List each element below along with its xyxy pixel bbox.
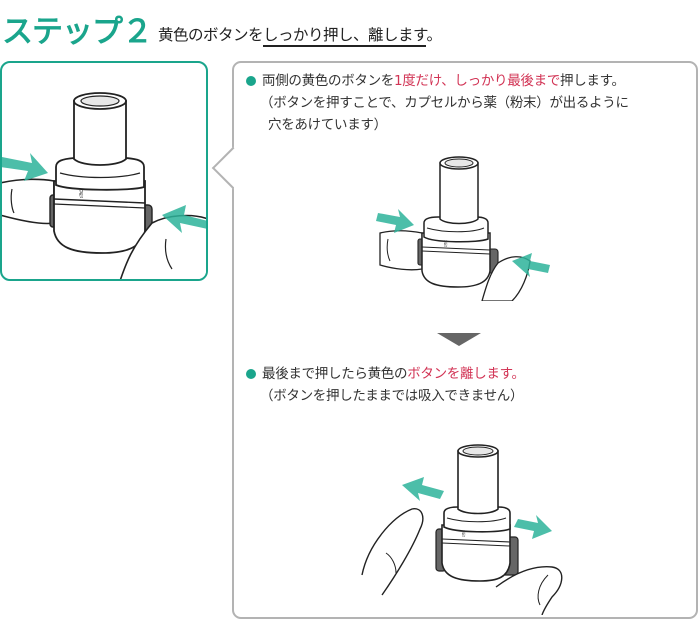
step-title: ステップ２ xyxy=(2,14,153,50)
bullet-dot-icon xyxy=(246,369,256,379)
instruction-2-emphasis: ボタンを離します。 xyxy=(407,366,525,382)
inhaler-press-icon: ✌ xyxy=(376,156,550,301)
step-desc-underlined: しっかり押し、離します xyxy=(263,26,427,47)
instruction-1-emphasis: 1度だけ、しっかり最後まで xyxy=(394,73,561,89)
press-illustration: ✌ xyxy=(362,151,562,301)
step-description: 黄色のボタンをしっかり押し、離します。 xyxy=(158,22,442,52)
instruction-2-note: （ボタンを押したままでは吸入できません） xyxy=(260,388,524,404)
bullet-dot-icon xyxy=(246,76,256,86)
instruction-1-text-b: 押します。 xyxy=(560,73,625,89)
step-desc-prefix: 黄色のボタンを xyxy=(158,26,264,44)
instruction-2-text-a: 最後まで押したら黄色の xyxy=(262,366,408,382)
svg-text:✌: ✌ xyxy=(460,530,468,540)
instruction-1-text-a: 両側の黄色のボタンを xyxy=(262,73,394,89)
left-illustration-panel: ✌ xyxy=(0,61,208,281)
step-header: ステップ２ 黄色のボタンをしっかり押し、離します。 xyxy=(2,8,442,52)
inhaler-release-icon: ✌ xyxy=(361,444,563,615)
instruction-1-note-line2: 穴をあけています） xyxy=(268,117,387,133)
svg-text:✌: ✌ xyxy=(442,240,450,250)
svg-text:✌: ✌ xyxy=(77,188,86,201)
instruction-2: 最後まで押したら黄色のボタンを離します。 （ボタンを押したままでは吸入できません… xyxy=(246,363,525,407)
instruction-1-note-line1: （ボタンを押すことで、カプセルから薬（粉末）が出るように xyxy=(260,95,629,111)
inhaler-press-illustration: ✌ xyxy=(2,92,206,279)
next-step-arrow-icon xyxy=(437,333,481,346)
release-illustration: ✌ xyxy=(352,425,572,615)
step-desc-suffix: 。 xyxy=(426,26,442,44)
